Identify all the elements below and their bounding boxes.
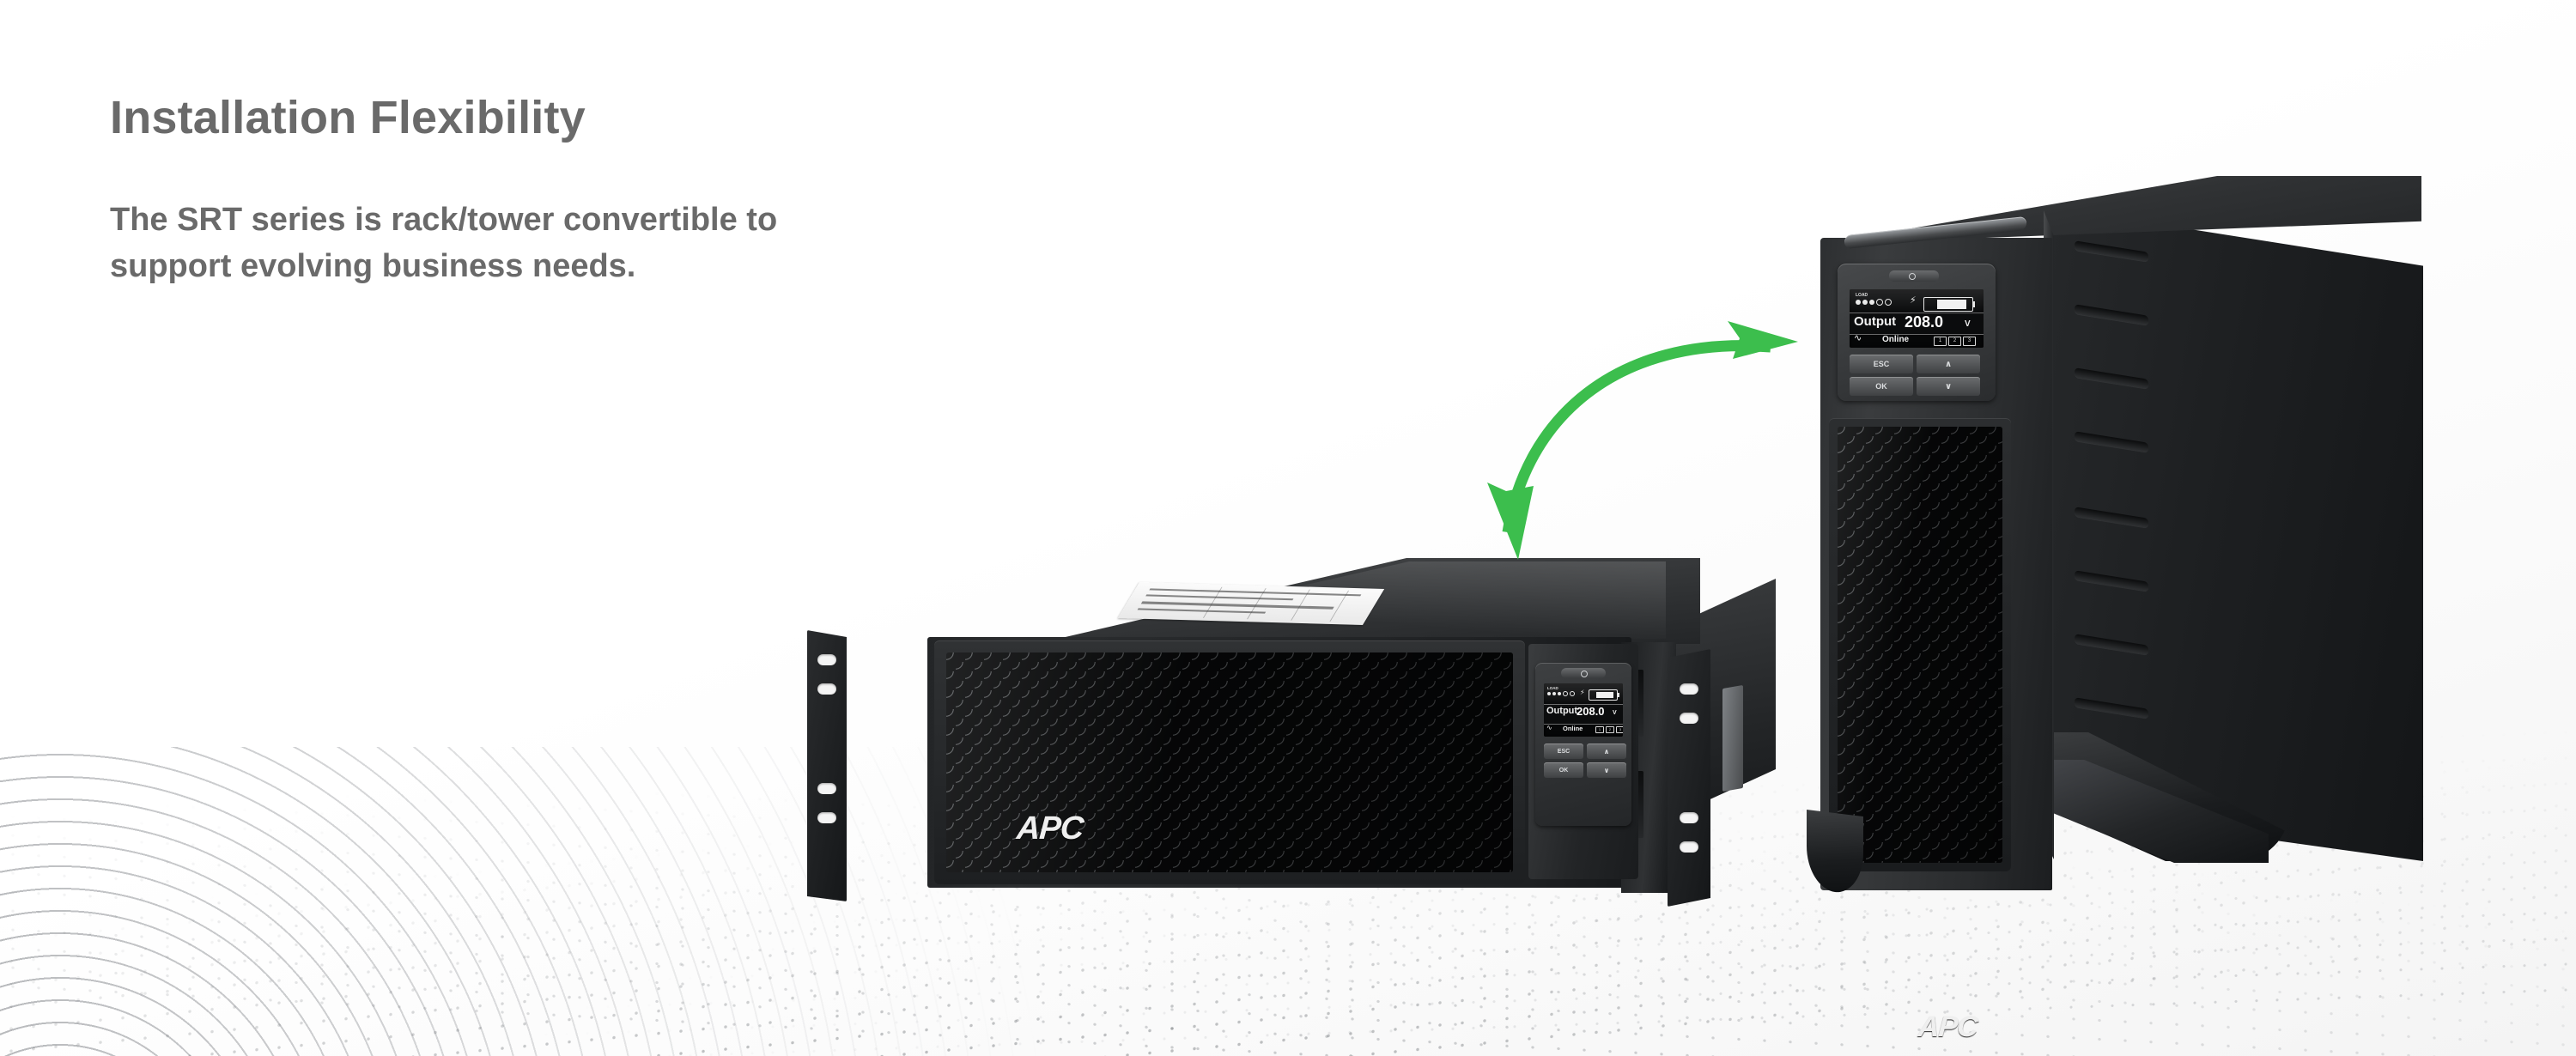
subtitle-line-1: The SRT series is rack/tower convertible… <box>110 202 778 238</box>
rack-mount-hole <box>817 812 836 823</box>
lcd-metric-label: Output <box>1546 705 1578 716</box>
sine-wave-icon: ∿ <box>1546 724 1552 732</box>
apc-logo: APC <box>1015 810 1084 847</box>
power-icon[interactable] <box>1889 270 1939 282</box>
subtitle-line-2: support evolving business needs. <box>110 247 636 284</box>
page-subtitle: The SRT series is rack/tower convertible… <box>110 197 777 290</box>
tower-mesh-grille <box>1838 427 2002 863</box>
up-button[interactable]: ∧ <box>1587 743 1626 759</box>
lcd-load-segments <box>1856 299 1892 306</box>
rack-mount-hole <box>1680 812 1698 823</box>
lcd-metric-value: 208.0 <box>1905 313 1944 331</box>
power-icon[interactable] <box>1561 668 1606 678</box>
spec-label <box>1117 581 1385 626</box>
lightning-bolt-icon: ⚡ <box>1910 296 1917 306</box>
rack-mount-hole <box>1680 683 1698 695</box>
rack-mount-hole <box>1680 713 1698 724</box>
convertible-rotation-arrow <box>1487 321 1798 560</box>
tower-mesh-bezel: APC <box>1829 418 2011 1043</box>
rack-control-panel-inset: LOAD ⚡ Output 208.0 <box>1535 663 1631 826</box>
rack-slide-rail <box>1722 684 1743 792</box>
esc-button[interactable]: ESC <box>1850 355 1913 373</box>
ok-button[interactable]: OK <box>1850 377 1913 396</box>
lcd-outlet-groups: 1 2 3 <box>1934 337 1976 347</box>
rack-mount-hole <box>817 683 836 695</box>
lcd-load-label: LOAD <box>1547 686 1558 690</box>
rack-ear-right <box>1668 649 1710 907</box>
lcd-load-segments <box>1547 691 1576 697</box>
up-button[interactable]: ∧ <box>1917 355 1980 373</box>
rack-front-bezel: APC <box>934 640 1525 884</box>
arrowhead-up-icon <box>1728 321 1798 359</box>
lcd-metric-unit: V <box>1613 709 1617 716</box>
rack-control-panel: LOAD ⚡ Output 208.0 <box>1528 644 1638 879</box>
rack-mount-hole <box>1680 841 1698 853</box>
rack-mesh-grille <box>946 652 1513 872</box>
tower-lcd-display: LOAD ⚡ Output 208.0 V <box>1850 289 1984 348</box>
rack-mount-hole <box>817 783 836 794</box>
apc-srt-tower-ups: LOAD ⚡ Output 208.0 V <box>1786 176 2473 1043</box>
tower-control-panel: LOAD ⚡ Output 208.0 V <box>1838 264 1996 401</box>
ok-button[interactable]: OK <box>1544 762 1583 778</box>
page-title: Installation Flexibility <box>110 92 586 143</box>
rack-mount-hole <box>817 654 836 665</box>
esc-button[interactable]: ESC <box>1544 743 1583 759</box>
lcd-outlet-groups: 1 2 3 <box>1595 726 1623 734</box>
apc-srt-rack-mount-ups: APC LOAD ⚡ <box>807 558 1803 962</box>
apc-logo: APC <box>1917 1010 1979 1043</box>
battery-full-icon <box>1589 689 1619 701</box>
rack-ear-left <box>807 630 847 901</box>
arrowhead-down-icon <box>1487 482 1534 560</box>
lcd-status: Online <box>1563 725 1583 733</box>
sine-wave-icon: ∿ <box>1854 333 1862 344</box>
lcd-metric-label: Output <box>1854 314 1897 330</box>
lightning-bolt-icon: ⚡ <box>1580 689 1585 696</box>
battery-full-icon <box>1923 297 1975 312</box>
lcd-metric-value: 208.0 <box>1577 704 1605 718</box>
rack-lcd-display: LOAD ⚡ Output 208.0 <box>1544 683 1623 737</box>
lcd-metric-unit: V <box>1965 319 1971 330</box>
down-button[interactable]: ∨ <box>1917 377 1980 396</box>
down-button[interactable]: ∨ <box>1587 762 1626 778</box>
lcd-status: Online <box>1882 335 1910 345</box>
lcd-load-label: LOAD <box>1856 293 1868 298</box>
